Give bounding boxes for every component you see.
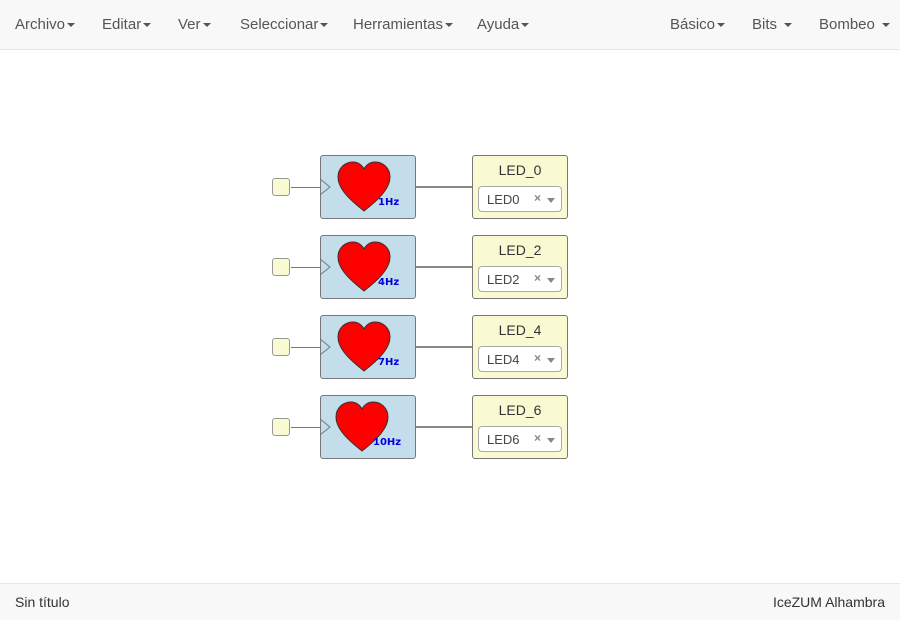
- heart-icon: [337, 241, 391, 292]
- menu-archivo[interactable]: Archivo: [15, 0, 76, 50]
- file-name: Sin título: [15, 594, 70, 610]
- led-pin-select[interactable]: LED4 ×: [478, 346, 562, 372]
- menu-ver-label: Ver: [178, 16, 201, 33]
- led-output-block[interactable]: LED_4 LED4 ×: [472, 315, 568, 379]
- wire[interactable]: [291, 187, 320, 188]
- caret-down-icon: [202, 23, 211, 28]
- menu-seleccionar-label: Seleccionar: [240, 16, 319, 33]
- dropdown-arrow-icon[interactable]: [547, 198, 555, 203]
- led-title: LED_0: [498, 162, 542, 178]
- input-port[interactable]: [272, 258, 290, 276]
- circuit-row: 1Hz LED_0 LED0 ×: [0, 155, 900, 219]
- caret-down-icon: [784, 23, 793, 28]
- menu-bar: Archivo Editar Ver Seleccionar Herramien…: [0, 0, 900, 50]
- frequency-label: 7Hz: [378, 357, 400, 368]
- menu-seleccionar[interactable]: Seleccionar: [240, 0, 329, 50]
- menu-editar-label: Editar: [102, 16, 142, 33]
- led-output-block[interactable]: LED_0 LED0 ×: [472, 155, 568, 219]
- menu-ayuda-label: Ayuda: [477, 16, 520, 33]
- caret-down-icon: [320, 23, 329, 28]
- led-pin-select[interactable]: LED6 ×: [478, 426, 562, 452]
- frequency-label: 1Hz: [378, 197, 400, 208]
- wire[interactable]: [291, 267, 320, 268]
- led-pin-value: LED0: [487, 192, 520, 207]
- heart-icon: [335, 401, 389, 452]
- clock-input-icon: [320, 179, 331, 195]
- menu-bombeo[interactable]: Bombeo: [819, 0, 890, 50]
- status-bar: Sin título IceZUM Alhambra: [0, 583, 900, 620]
- clear-icon[interactable]: ×: [534, 191, 542, 205]
- input-port[interactable]: [272, 338, 290, 356]
- menu-bits[interactable]: Bits: [752, 0, 793, 50]
- menu-editar[interactable]: Editar: [102, 0, 152, 50]
- menu-ver[interactable]: Ver: [178, 0, 211, 50]
- menu-bombeo-label: Bombeo: [819, 16, 875, 33]
- input-port[interactable]: [272, 178, 290, 196]
- clear-icon[interactable]: ×: [534, 271, 542, 285]
- menu-herramientas[interactable]: Herramientas: [353, 0, 454, 50]
- heart-icon: [337, 321, 391, 372]
- wire[interactable]: [291, 347, 320, 348]
- caret-down-icon: [143, 23, 152, 28]
- led-title: LED_6: [498, 402, 542, 418]
- menu-bits-label: Bits: [752, 16, 778, 33]
- menu-basico-label: Básico: [670, 16, 716, 33]
- led-pin-select[interactable]: LED0 ×: [478, 186, 562, 212]
- dropdown-arrow-icon[interactable]: [547, 358, 555, 363]
- menu-basico[interactable]: Básico: [670, 0, 726, 50]
- design-canvas[interactable]: 1Hz LED_0 LED0 × 4Hz LED_2 LED2 ×: [0, 51, 900, 583]
- wire[interactable]: [416, 346, 472, 348]
- caret-down-icon: [881, 23, 890, 28]
- led-pin-value: LED2: [487, 272, 520, 287]
- heart-block[interactable]: 10Hz: [320, 395, 416, 459]
- led-output-block[interactable]: LED_6 LED6 ×: [472, 395, 568, 459]
- led-output-block[interactable]: LED_2 LED2 ×: [472, 235, 568, 299]
- clear-icon[interactable]: ×: [534, 431, 542, 445]
- caret-down-icon: [521, 23, 530, 28]
- caret-down-icon: [717, 23, 726, 28]
- circuit-row: 4Hz LED_2 LED2 ×: [0, 235, 900, 299]
- caret-down-icon: [445, 23, 454, 28]
- heart-icon: [337, 161, 391, 212]
- clear-icon[interactable]: ×: [534, 351, 542, 365]
- dropdown-arrow-icon[interactable]: [547, 438, 555, 443]
- wire[interactable]: [416, 186, 472, 188]
- menu-herramientas-label: Herramientas: [353, 16, 444, 33]
- frequency-label: 4Hz: [378, 277, 400, 288]
- heart-block[interactable]: 1Hz: [320, 155, 416, 219]
- led-pin-select[interactable]: LED2 ×: [478, 266, 562, 292]
- frequency-label: 10Hz: [373, 437, 402, 448]
- clock-input-icon: [320, 339, 331, 355]
- led-title: LED_2: [498, 242, 542, 258]
- dropdown-arrow-icon[interactable]: [547, 278, 555, 283]
- clock-input-icon: [320, 419, 331, 435]
- wire[interactable]: [416, 266, 472, 268]
- circuit-row: 10Hz LED_6 LED6 ×: [0, 395, 900, 459]
- clock-input-icon: [320, 259, 331, 275]
- wire[interactable]: [291, 427, 320, 428]
- wire[interactable]: [416, 426, 472, 428]
- led-pin-value: LED4: [487, 352, 520, 367]
- menu-archivo-label: Archivo: [15, 16, 66, 33]
- caret-down-icon: [67, 23, 76, 28]
- board-name[interactable]: IceZUM Alhambra: [772, 594, 885, 610]
- led-title: LED_4: [498, 322, 542, 338]
- menu-ayuda[interactable]: Ayuda: [477, 0, 530, 50]
- circuit-row: 7Hz LED_4 LED4 ×: [0, 315, 900, 379]
- input-port[interactable]: [272, 418, 290, 436]
- led-pin-value: LED6: [487, 432, 520, 447]
- heart-block[interactable]: 4Hz: [320, 235, 416, 299]
- heart-block[interactable]: 7Hz: [320, 315, 416, 379]
